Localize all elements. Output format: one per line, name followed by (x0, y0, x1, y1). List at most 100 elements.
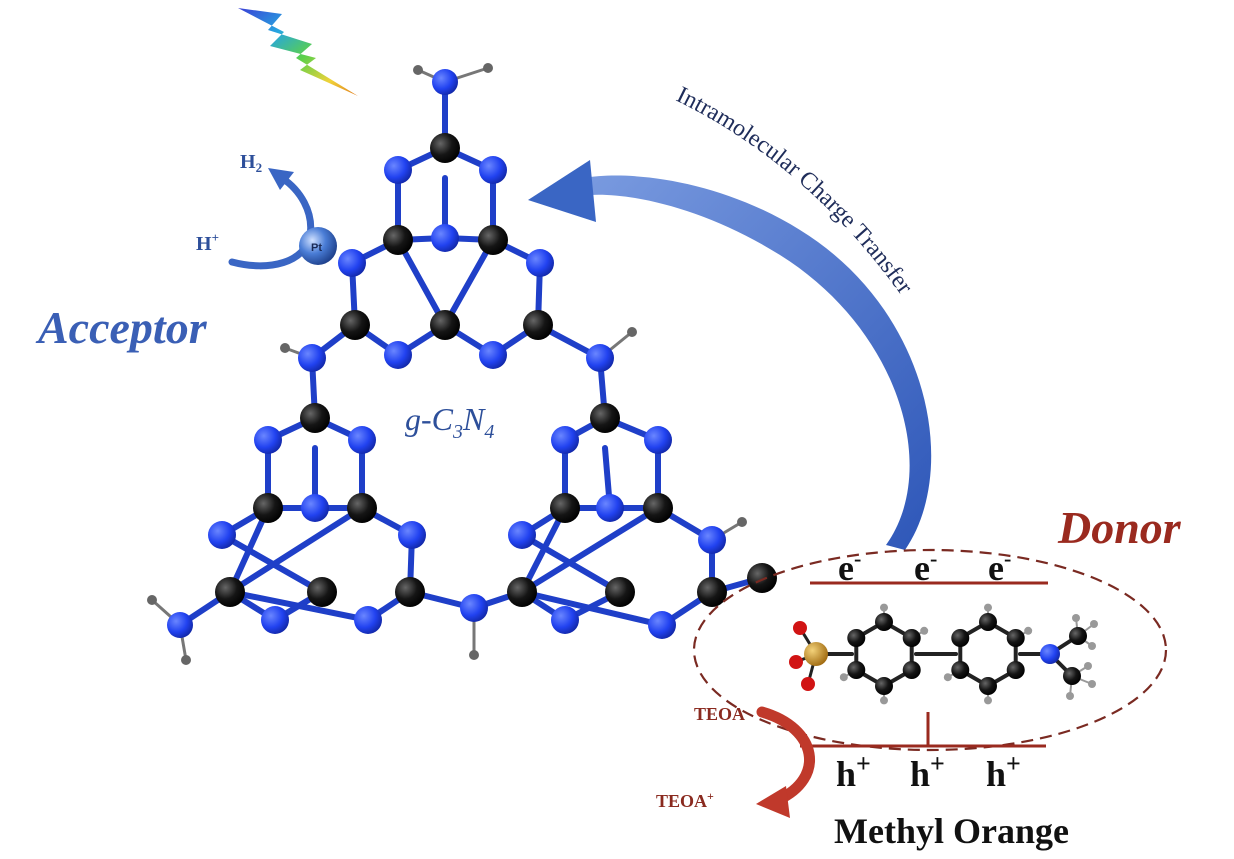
platinum-sphere-icon (299, 227, 337, 265)
heptazine-bond (519, 505, 661, 595)
carbon-atom (395, 577, 425, 607)
carbon-atom (340, 310, 370, 340)
nitrogen-atom (698, 526, 726, 554)
electrons: e- e- e- (838, 546, 1011, 588)
carbon-atom (523, 310, 553, 340)
teoa-arrowhead (756, 786, 790, 818)
hydrogen-atom (1088, 680, 1096, 688)
carbon-atom (300, 403, 330, 433)
carbon-atom (550, 493, 580, 523)
hydrogen-atom (984, 603, 992, 612)
hydrogen-atom (920, 626, 929, 635)
nitrogen-atom (479, 156, 507, 184)
methyl-carbon-atom (1063, 667, 1081, 685)
hole-1: h+ (836, 749, 871, 794)
hydrogen-atom (469, 650, 479, 660)
hydrogen-atom (943, 673, 952, 682)
teoa-plus-label: TEOA+ (656, 789, 714, 811)
amine-nitrogen-atom (1040, 644, 1060, 664)
hydrogen-atom (413, 65, 423, 75)
hydrogen-atom (1088, 642, 1096, 650)
nitrogen-atom (208, 521, 236, 549)
hole-3: h+ (986, 749, 1021, 794)
hydrogen-atom (147, 595, 157, 605)
oxygen-atom (801, 677, 815, 691)
heptazine-bond (519, 589, 665, 628)
electron-1: e- (838, 546, 861, 588)
carbon-atom (253, 493, 283, 523)
aromatic-carbon-atom (875, 613, 893, 631)
h-plus-to-h2-arrow (228, 174, 315, 270)
carbon-atom (430, 133, 460, 163)
nitrogen-atom (301, 494, 329, 522)
charge-transfer-arrowhead (528, 160, 596, 222)
methyl-orange-label: Methyl Orange (834, 811, 1069, 851)
hydrogen-atom (181, 655, 191, 665)
charge-transfer-arrow (580, 175, 932, 551)
nitrogen-atom (431, 224, 459, 252)
hydrogen-atom (280, 343, 290, 353)
heptazine-bond (227, 589, 371, 623)
nitrogen-atom (384, 341, 412, 369)
oxygen-atom (789, 655, 803, 669)
carbon-atom (697, 577, 727, 607)
hydrogen-atom (627, 327, 637, 337)
carbon-atom (430, 310, 460, 340)
terminal-atom (432, 69, 458, 95)
hydrogen-atom (1024, 626, 1033, 635)
carbon-atom (307, 577, 337, 607)
h2-arrowhead (268, 168, 294, 190)
aromatic-carbon-atom (902, 661, 921, 679)
teoa-oxidation-arrow (756, 706, 815, 806)
acceptor-label: Acceptor (35, 302, 208, 353)
terminal-atom (747, 563, 777, 593)
nitrogen-atom (644, 426, 672, 454)
carbon-atom (643, 493, 673, 523)
carbon-atom (215, 577, 245, 607)
carbon-atom (383, 225, 413, 255)
bridge-nitrogen-atom (298, 344, 326, 372)
g-c3n4-atoms (147, 63, 777, 665)
nitrogen-atom (398, 521, 426, 549)
donor-ellipse (692, 548, 1168, 752)
hydrogen-atom (880, 696, 888, 705)
nitrogen-atom (384, 156, 412, 184)
electron-2: e- (914, 546, 937, 588)
nitrogen-atom (648, 611, 676, 639)
oxygen-atom (793, 621, 807, 635)
hydrogen-evolution: Pt H2 H+ (196, 151, 337, 270)
nitrogen-atom (551, 426, 579, 454)
bridge-nitrogen-atom (460, 594, 488, 622)
nitrogen-atom (526, 249, 554, 277)
hole-2: h+ (910, 749, 945, 794)
carbon-atom (605, 577, 635, 607)
hydrogen-atom (1072, 614, 1080, 622)
aromatic-carbon-atom (875, 677, 893, 695)
pt-label: Pt (311, 242, 322, 254)
nitrogen-atom (354, 606, 382, 634)
teoa-label: TEOA (694, 704, 745, 724)
aromatic-carbon-atom (951, 661, 970, 679)
heptazine-bond (395, 237, 448, 328)
h2-label: H2 (240, 151, 262, 175)
h-plus-label: H+ (196, 230, 219, 255)
electron-3: e- (988, 546, 1011, 588)
nitrogen-atom (348, 426, 376, 454)
carbon-atom (590, 403, 620, 433)
hydrogen-atom (1090, 620, 1098, 628)
heptazine-bond (227, 505, 271, 595)
aromatic-carbon-atom (1006, 629, 1025, 647)
heptazine-bond (442, 237, 496, 328)
hydrogen-atom (737, 517, 747, 527)
hydrogen-atom (1066, 692, 1074, 700)
nitrogen-atom (551, 606, 579, 634)
aromatic-carbon-atom (1006, 661, 1025, 679)
nitrogen-atom (261, 606, 289, 634)
aromatic-carbon-atom (979, 613, 997, 631)
hydrogen-atom (880, 603, 888, 612)
carbon-atom (478, 225, 508, 255)
holes: h+ h+ h+ (836, 749, 1021, 794)
sulfur-atom (804, 642, 828, 666)
bridge-nitrogen-atom (586, 344, 614, 372)
